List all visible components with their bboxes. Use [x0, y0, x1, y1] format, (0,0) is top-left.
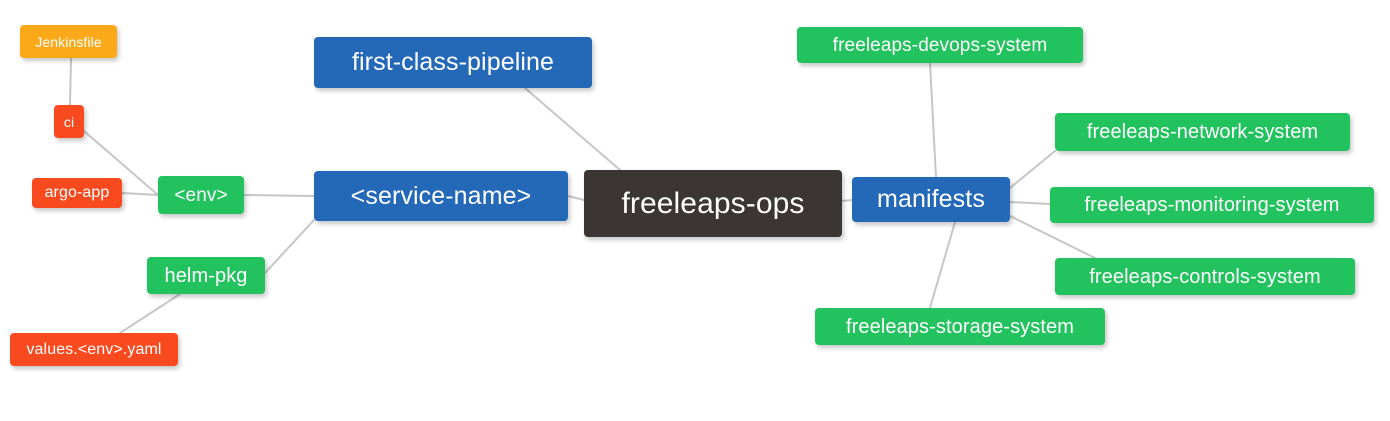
- node-env[interactable]: <env>: [158, 176, 244, 214]
- node-controls[interactable]: freeleaps-controls-system: [1055, 258, 1355, 295]
- edge-manifests-to-storage: [929, 221, 956, 309]
- node-devops[interactable]: freeleaps-devops-system: [797, 27, 1083, 63]
- node-network[interactable]: freeleaps-network-system: [1055, 113, 1350, 151]
- edge-jenkins-to-ci: [69, 57, 72, 106]
- edge-helm-to-values: [119, 293, 181, 334]
- edge-pipeline-to-root: [524, 87, 621, 171]
- node-root[interactable]: freeleaps-ops: [584, 170, 842, 237]
- edge-env-to-service: [243, 194, 315, 197]
- node-argo[interactable]: argo-app: [32, 178, 122, 208]
- edge-service-to-root: [567, 195, 585, 201]
- node-jenkins[interactable]: Jenkinsfile: [20, 25, 117, 58]
- node-ci[interactable]: ci: [54, 105, 84, 138]
- node-pipeline[interactable]: first-class-pipeline: [314, 37, 592, 88]
- node-values[interactable]: values.<env>.yaml: [10, 333, 178, 366]
- node-monitoring[interactable]: freeleaps-monitoring-system: [1050, 187, 1374, 223]
- edge-manifests-to-monitoring: [1009, 201, 1051, 205]
- node-storage[interactable]: freeleaps-storage-system: [815, 308, 1105, 345]
- node-manifests[interactable]: manifests: [852, 177, 1010, 222]
- edge-manifests-to-network: [1009, 150, 1056, 189]
- node-helm[interactable]: helm-pkg: [147, 257, 265, 294]
- edge-argo-to-env: [121, 192, 159, 196]
- edge-service-to-helm: [264, 219, 315, 274]
- edge-manifests-to-devops: [929, 62, 937, 178]
- node-service[interactable]: <service-name>: [314, 171, 568, 221]
- edge-root-to-manifests: [841, 199, 853, 202]
